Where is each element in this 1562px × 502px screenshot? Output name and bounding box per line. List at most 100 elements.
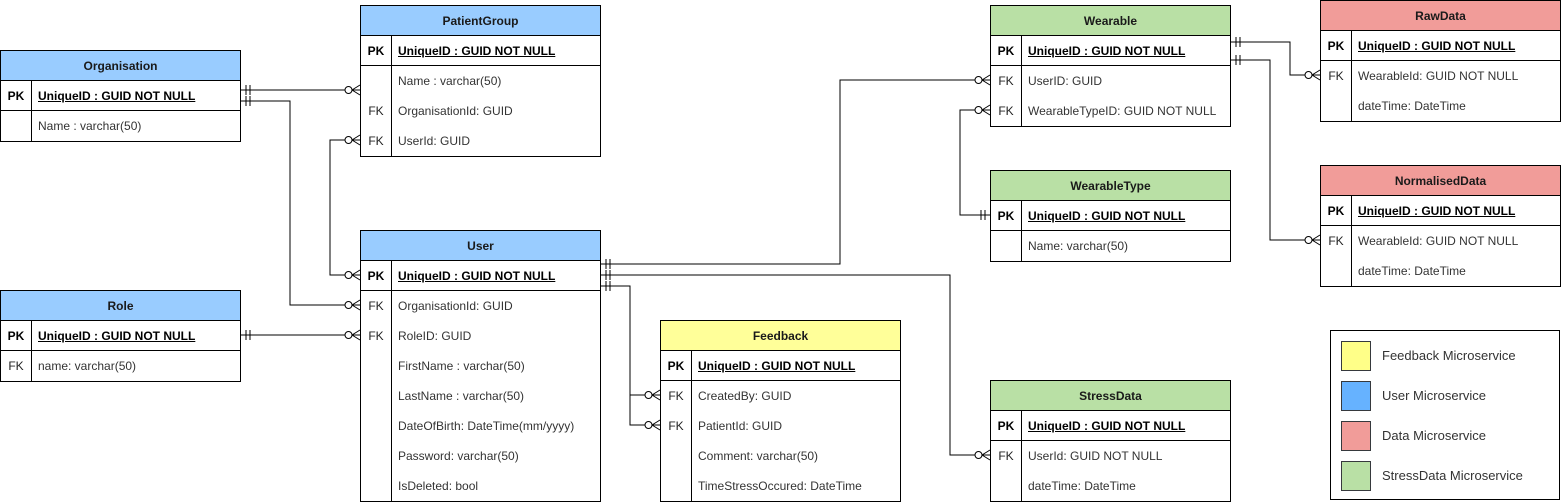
column-divider <box>691 351 692 380</box>
column-divider <box>1351 91 1352 121</box>
attribute-row[interactable]: dateTime: DateTime <box>991 471 1230 501</box>
key-label: FK <box>368 104 384 118</box>
column-divider <box>391 321 392 351</box>
field-label: dateTime: DateTime <box>1358 99 1466 113</box>
legend: Feedback Microservice User Microservice … <box>1330 330 1560 500</box>
zero-marker <box>974 76 983 84</box>
key-label: FK <box>1328 234 1344 248</box>
attribute-row[interactable]: DateOfBirth: DateTime(mm/yyyy) <box>361 411 600 441</box>
zero-marker <box>344 301 353 309</box>
legend-label: Data Microservice <box>1382 428 1487 443</box>
field-label: UniqueID : GUID NOT NULL <box>398 269 556 283</box>
entity-title: NormalisedData <box>1321 166 1560 196</box>
column-divider <box>391 261 392 290</box>
field-label: OrganisationId: GUID <box>398 104 513 118</box>
attribute-row[interactable]: IsDeleted: bool <box>361 471 600 501</box>
crowfoot-marker <box>651 394 661 401</box>
connector-line <box>601 79 990 265</box>
zero-marker <box>1304 236 1313 244</box>
attribute-row[interactable]: FK OrganisationId: GUID <box>361 96 600 126</box>
entity-title: Organisation <box>1 51 240 81</box>
column-divider <box>1351 31 1352 60</box>
attribute-row[interactable]: Password: varchar(50) <box>361 441 600 471</box>
attribute-row[interactable]: FirstName : varchar(50) <box>361 351 600 381</box>
field-label: UniqueID : GUID NOT NULL <box>698 359 856 373</box>
key-label: FK <box>998 74 1014 88</box>
field-label: Name : varchar(50) <box>398 74 502 88</box>
field-label: RoleID: GUID <box>398 329 472 343</box>
crowfoot-marker <box>351 269 361 276</box>
crowfoot-marker <box>1311 74 1321 81</box>
entity-title: Feedback <box>661 321 900 351</box>
key-label: PK <box>1327 204 1345 218</box>
connector-line <box>1231 59 1320 241</box>
column-divider <box>391 381 392 411</box>
field-label: CreatedBy: GUID <box>698 389 792 403</box>
key-label: PK <box>997 44 1015 58</box>
legend-item: StressData Microservice <box>1341 461 1556 491</box>
column-divider <box>1021 36 1022 65</box>
column-divider <box>691 381 692 411</box>
field-label: DateOfBirth: DateTime(mm/yyyy) <box>398 419 575 433</box>
legend-swatch <box>1341 341 1371 371</box>
field-label: dateTime: DateTime <box>1028 479 1136 493</box>
field-label: TimeStressOccured: DateTime <box>698 479 862 493</box>
field-label: IsDeleted: bool <box>398 479 479 493</box>
zero-marker <box>344 271 353 279</box>
column-divider <box>391 36 392 65</box>
crowfoot-marker <box>981 449 991 456</box>
primary-key-row[interactable]: PK UniqueID : GUID NOT NULL <box>661 351 900 381</box>
key-label: FK <box>8 359 24 373</box>
key-label: FK <box>368 134 384 148</box>
connector-line <box>629 395 660 426</box>
attribute-row[interactable]: Name : varchar(50) <box>361 66 600 96</box>
attribute-row[interactable]: Name : varchar(50) <box>1 111 240 141</box>
attribute-row[interactable]: Comment: varchar(50) <box>661 441 900 471</box>
crowfoot-marker <box>351 134 361 141</box>
attribute-row[interactable]: dateTime: DateTime <box>1321 91 1560 121</box>
column-divider <box>391 96 392 126</box>
attribute-row[interactable]: LastName : varchar(50) <box>361 381 600 411</box>
attribute-row[interactable]: TimeStressOccured: DateTime <box>661 471 900 501</box>
crowfoot-marker <box>351 139 361 146</box>
attribute-row[interactable]: dateTime: DateTime <box>1321 256 1560 286</box>
field-label: UserId: GUID NOT NULL <box>1028 449 1163 463</box>
crowfoot-marker <box>981 79 991 86</box>
attribute-row[interactable]: Name: varchar(50) <box>991 231 1230 261</box>
entity-title: WearableType <box>991 171 1230 201</box>
legend-swatch <box>1341 421 1371 451</box>
key-label: PK <box>667 359 685 373</box>
legend-label: StressData Microservice <box>1382 468 1523 483</box>
